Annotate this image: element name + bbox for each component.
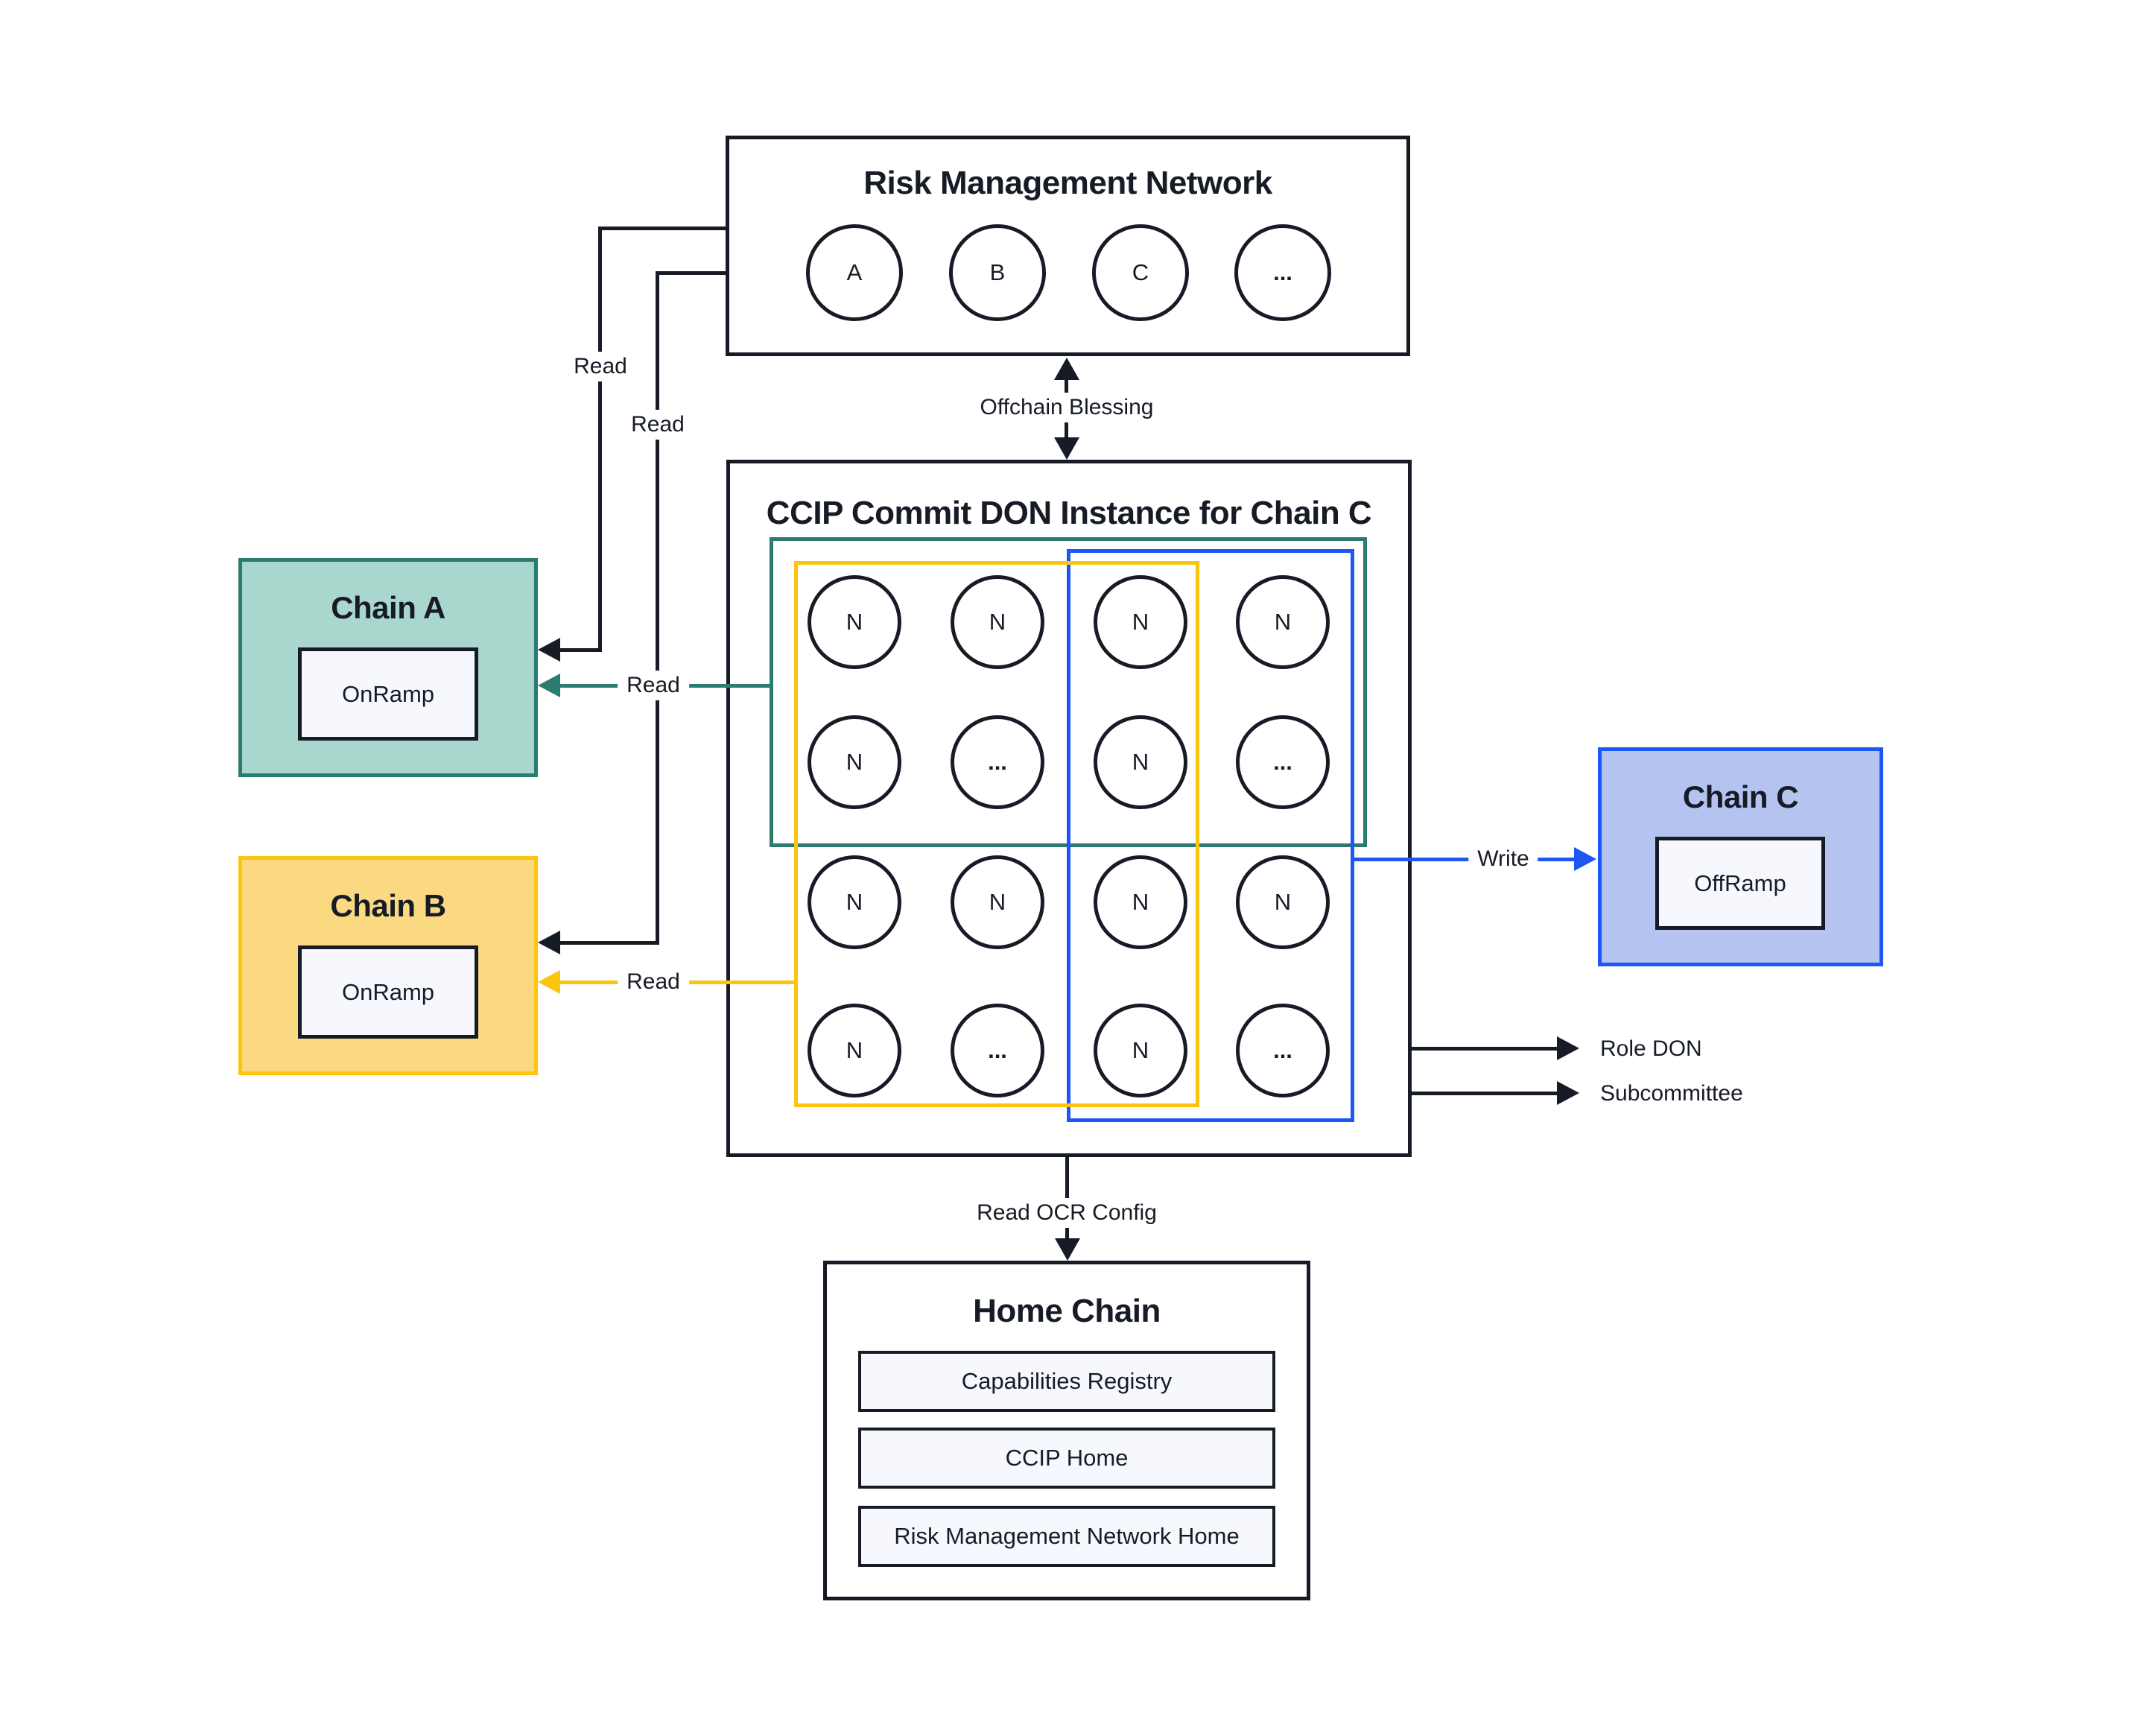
don-node: ... [951,1004,1044,1097]
chain-c-title: Chain C [1682,779,1799,814]
don-node: N [1094,855,1187,949]
don-node-label: N [1132,749,1149,775]
role-don-arrowhead [1557,1036,1579,1060]
don-node: ... [951,715,1044,809]
don-node: N [951,575,1044,669]
don-node-label: N [846,749,863,775]
rmn-node-more: ... [1234,224,1331,321]
capabilities-registry-box: Capabilities Registry [858,1351,1275,1412]
read-teal-label: Read [618,671,689,700]
don-node-label: N [846,1037,863,1063]
don-node-label: N [1274,609,1292,635]
don-node-label: ... [988,749,1007,775]
read-rmn-a-line-top [598,226,726,230]
chain-b-title: Chain B [330,888,446,923]
read-yellow-label: Read [618,967,689,997]
rmn-node-c-label: C [1132,259,1149,285]
read-yellow-arrowhead [538,970,560,994]
read-rmn-b-arrowhead [538,931,560,954]
don-node: N [808,715,901,809]
ccip-commit-don-title: CCIP Commit DON Instance for Chain C [766,495,1372,531]
read-rmn-b-label: Read [622,410,694,440]
don-node-label: N [1132,609,1149,635]
write-arrowhead [1574,847,1596,871]
don-node: N [1094,1004,1187,1097]
subcommittee-arrowhead [1557,1081,1579,1105]
don-node: N [1094,575,1187,669]
don-node-label: N [1274,889,1292,915]
don-node-label: N [1132,1037,1149,1063]
don-node: ... [1236,715,1330,809]
read-teal-arrowhead [538,674,560,697]
chain-b-onramp-label: OnRamp [341,978,435,1005]
rmn-node-c: C [1092,224,1189,321]
role-don-line [1412,1047,1558,1051]
don-node: ... [1236,1004,1330,1097]
don-node-label: N [846,889,863,915]
ccip-home-label: CCIP Home [1005,1445,1129,1471]
don-node: N [1236,855,1330,949]
rmn-node-a: A [806,224,903,321]
don-node-label: N [1132,889,1149,915]
chain-a-title: Chain A [331,590,445,625]
read-ocr-label: Read OCR Config [968,1198,1166,1228]
chain-c-offramp-label: OffRamp [1694,869,1786,896]
rmn-node-b-label: B [989,259,1006,285]
don-node: N [951,855,1044,949]
read-rmn-a-arrowhead [538,638,560,662]
blue-subcommittee-rect [1067,549,1354,1122]
subcommittee-label: Subcommittee [1600,1081,1743,1106]
don-node-label: N [989,609,1006,635]
read-rmn-b-line-top [656,271,726,275]
don-node-label: ... [1273,749,1292,775]
rmn-home-box: Risk Management Network Home [858,1506,1275,1567]
rmn-home-label: Risk Management Network Home [894,1523,1240,1549]
read-rmn-b-line-vertical [656,271,659,944]
rmn-node-b: B [949,224,1046,321]
chain-c-offramp: OffRamp [1655,837,1825,930]
read-ocr-arrowhead [1055,1238,1080,1261]
don-node: N [1094,715,1187,809]
don-node: N [808,1004,901,1097]
offchain-blessing-label: Offchain Blessing [971,393,1163,422]
don-node-label: N [846,609,863,635]
don-node: N [1236,575,1330,669]
don-node-label: N [989,889,1006,915]
rmn-node-a-label: A [846,259,863,285]
capabilities-registry-label: Capabilities Registry [961,1368,1173,1394]
don-node-label: ... [988,1037,1007,1063]
offchain-blessing-arrowhead-up [1054,358,1079,380]
read-rmn-a-line-vertical [598,226,602,651]
read-rmn-a-line-bottom [557,648,602,652]
chain-b-onramp: OnRamp [298,945,478,1039]
don-node: N [808,855,901,949]
risk-management-network-title: Risk Management Network [863,165,1272,201]
rmn-node-more-label: ... [1273,259,1292,285]
role-don-label: Role DON [1600,1036,1702,1061]
don-node: N [808,575,901,669]
yellow-subcommittee-rect [794,561,1199,1107]
chain-a-onramp: OnRamp [298,647,478,741]
write-label: Write [1468,844,1538,874]
offchain-blessing-arrowhead-down [1054,437,1079,460]
write-line [1354,858,1576,861]
ccip-home-box: CCIP Home [858,1428,1275,1489]
don-node-label: ... [1273,1037,1292,1063]
read-rmn-b-line-bottom [557,941,659,945]
subcommittee-line [1412,1092,1558,1095]
read-rmn-a-label: Read [565,352,636,381]
home-chain-title: Home Chain [973,1293,1161,1329]
chain-a-onramp-label: OnRamp [341,680,435,707]
